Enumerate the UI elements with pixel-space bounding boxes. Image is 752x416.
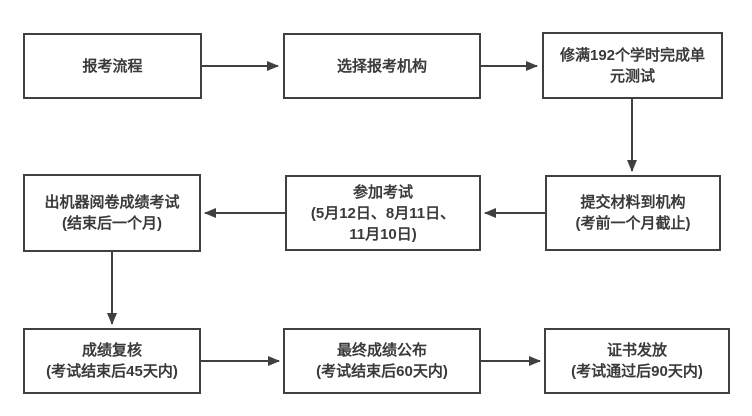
node-label: 证书发放	[606, 342, 667, 359]
flow-node-start: 报考流程	[23, 33, 202, 99]
node-label: 最终成绩公布	[336, 342, 427, 359]
flow-node-take-exam: 参加考试 (5月12日、8月11日、 11月10日)	[285, 175, 481, 251]
flow-node-final-score: 最终成绩公布 (考试结束后60天内)	[283, 328, 481, 394]
flow-node-certificate: 证书发放 (考试通过后90天内)	[544, 328, 730, 394]
node-sublabel: (考试通过后90天内)	[571, 363, 703, 380]
node-sublabel: (5月12日、8月11日、	[310, 204, 456, 222]
node-sublabel: (考试结束后60天内)	[316, 363, 448, 380]
node-label: 选择报考机构	[336, 57, 427, 75]
flow-node-complete-hours: 修满192个学时完成单 元测试	[542, 32, 723, 99]
node-sublabel: 11月10日)	[349, 225, 417, 243]
node-sublabel: (结束后一个月)	[62, 215, 162, 232]
flow-node-machine-scored: 出机器阅卷成绩考试 (结束后一个月)	[23, 174, 201, 252]
node-label: 修满192个学时完成单	[559, 46, 706, 64]
flow-node-choose-org: 选择报考机构	[283, 33, 481, 99]
node-label: 元测试	[609, 67, 655, 85]
node-label: 参加考试	[352, 183, 413, 201]
node-sublabel: (考试结束后45天内)	[46, 363, 178, 380]
node-label: 成绩复核	[81, 342, 142, 359]
node-label: 报考流程	[82, 57, 143, 75]
node-sublabel: (考前一个月截止)	[575, 215, 691, 232]
flow-node-submit-materials: 提交材料到机构 (考前一个月截止)	[545, 175, 721, 251]
node-label: 出机器阅卷成绩考试	[44, 194, 180, 211]
flow-node-score-review: 成绩复核 (考试结束后45天内)	[23, 328, 201, 394]
node-label: 提交材料到机构	[580, 194, 686, 211]
